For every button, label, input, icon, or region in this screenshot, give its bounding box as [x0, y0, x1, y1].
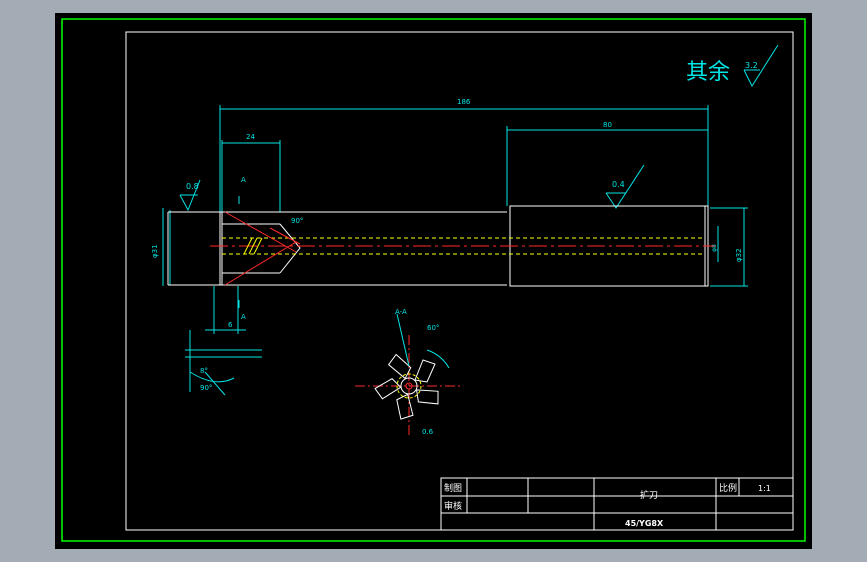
cutter-section-view [374, 313, 450, 420]
title-block [440, 477, 794, 531]
centerlines [210, 211, 715, 436]
dim-right-dia: φ32 [735, 248, 743, 262]
scale-label: 比例 [719, 482, 737, 494]
roughness-symbol-icon [743, 44, 779, 88]
dim-tip-angle: 90° [291, 217, 303, 225]
roughness-mid: 0.4 [612, 180, 625, 189]
roughness-value: 3.2 [745, 61, 758, 70]
dim-shank-length: 80 [603, 121, 612, 129]
drawing-background [55, 13, 812, 549]
dim-relief-angle: 90° [200, 384, 212, 392]
roughness-note: 其余 [686, 60, 730, 85]
dim-overall-length: 186 [457, 98, 471, 106]
section-label: A-A [395, 308, 407, 316]
dim-rake-angle: 8° [200, 367, 208, 375]
hidden-lines [222, 237, 705, 255]
scale-value: 1:1 [758, 484, 771, 493]
part-name: 扩刀 [640, 489, 658, 501]
section-mark-top: A [241, 176, 246, 184]
part-outline [167, 205, 709, 287]
dimension-lines [162, 105, 748, 396]
dim-bore-dia: φ8 [711, 244, 718, 252]
material: 45/YG8X [625, 519, 664, 528]
dim-chamfer: 6 [228, 321, 233, 329]
dim-land-width: 0.6 [422, 428, 434, 436]
drawn-label: 制图 [444, 482, 462, 494]
outer-border [61, 18, 806, 542]
roughness-left: 0.8 [186, 182, 199, 191]
section-mark-bottom: A [241, 313, 246, 321]
insert-hatch [243, 237, 263, 255]
checked-label: 审核 [444, 500, 462, 512]
dim-left-dia: φ31 [151, 244, 159, 258]
dim-section-angle: 60° [427, 324, 439, 332]
dim-head-length: 24 [246, 133, 255, 141]
